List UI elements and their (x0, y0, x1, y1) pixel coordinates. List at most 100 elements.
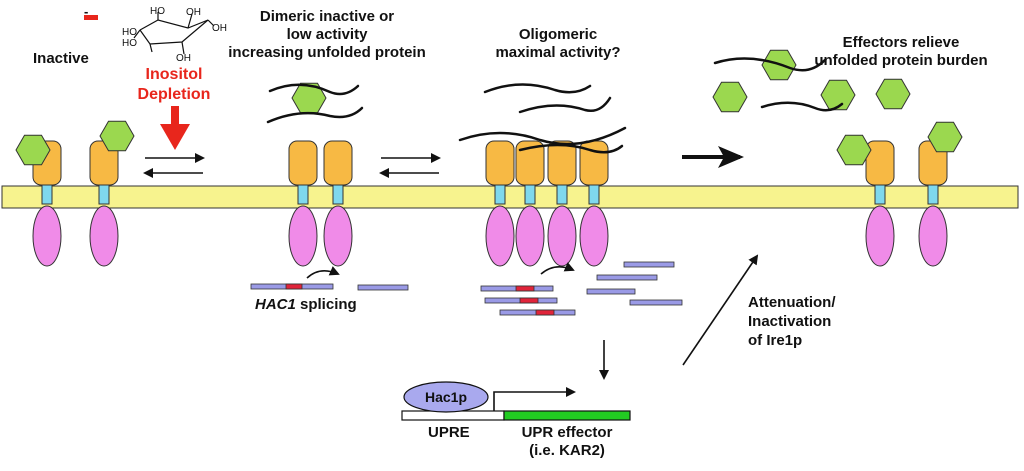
ire1-receptor (89, 140, 119, 267)
unfolded-protein (760, 101, 844, 112)
label-hac1p: Hac1p (424, 389, 468, 405)
inositol-ho-1: HO (122, 27, 137, 38)
inositol-oh-1: OH (186, 7, 201, 18)
label-attenuation-3: of Ire1p (748, 332, 803, 349)
mrna-exon (629, 299, 683, 306)
unfolded-protein (268, 83, 360, 96)
ire1-receptor (32, 140, 62, 267)
hac1-mrna (629, 299, 683, 306)
splice-arrow-1 (306, 266, 340, 279)
hac1p-protein (403, 381, 489, 413)
label-dimeric-2: low activity (286, 26, 368, 43)
transcription-start-arrow (493, 387, 576, 411)
lumenal-domain (323, 205, 353, 267)
kinase-domain (547, 140, 577, 186)
inositol-depletion-arrow (160, 106, 190, 150)
label-depletion: Depletion (137, 86, 211, 103)
unfolded-protein (458, 126, 627, 146)
lumenal-domain (515, 205, 545, 267)
label-minus: - (84, 4, 89, 19)
inositol-structure-icon (133, 12, 215, 55)
bip-chaperone (99, 120, 135, 152)
bip-chaperone (875, 78, 911, 110)
label-dimeric-3: increasing unfolded protein (228, 44, 426, 61)
gene-diagram (401, 381, 631, 421)
unfolded-protein (518, 143, 624, 154)
kinase-domain (515, 140, 545, 186)
bip-chaperone (712, 81, 748, 113)
label-splicing: splicing (295, 296, 357, 313)
hac1-mrna (484, 297, 558, 304)
er-membrane (1, 185, 1019, 209)
label-attenuation-1: Attenuation/ (748, 294, 836, 311)
label-effectors-2: unfolded protein burden (814, 52, 988, 69)
label-inositol: Inositol (145, 66, 203, 83)
ire1-receptor (547, 140, 577, 267)
lumenal-domain (579, 205, 609, 267)
hac1-mrna (596, 274, 658, 281)
minus-sign (84, 15, 98, 20)
kinase-domain (865, 140, 895, 186)
lumenal-domain (918, 205, 948, 267)
kinase-domain (323, 140, 353, 186)
label-dimeric-1: Dimeric inactive or (259, 8, 395, 25)
hac1-mrna (499, 309, 576, 316)
kinase-domain (288, 140, 318, 186)
equilibrium-arrows-1 (143, 153, 205, 178)
lumenal-domain (485, 205, 515, 267)
hac1-mrna (623, 261, 675, 268)
ire1-receptor (485, 140, 515, 267)
attenuation-arrow (682, 254, 759, 366)
ire1-receptor (323, 140, 353, 267)
hac1-mrna (586, 288, 636, 295)
label-upre: UPRE (428, 424, 470, 441)
lumenal-domain (288, 205, 318, 267)
mrna-exon (357, 284, 409, 291)
label-effectors-1: Effectors relieve (842, 34, 960, 51)
bip-chaperone (927, 121, 963, 153)
hac1-mrna (357, 284, 409, 291)
label-upr-effector-2: (i.e. KAR2) (529, 442, 605, 459)
label-oligomeric-2: maximal activity? (495, 44, 621, 61)
hac1-mrna (250, 283, 334, 290)
mrna-exon (596, 274, 658, 281)
inositol-oh-3: OH (176, 53, 191, 64)
inositol-ho-3: HO (150, 6, 165, 17)
ire1-receptor (288, 140, 318, 267)
inositol-oh-2: OH (212, 23, 227, 34)
lumenal-domain (865, 205, 895, 267)
inositol-ho-2: HO (122, 38, 137, 49)
mrna-intron (515, 285, 535, 292)
ire1-receptor (515, 140, 545, 267)
lumenal-domain (89, 205, 119, 267)
upr-effector-gene (503, 410, 631, 421)
label-oligomeric-1: Oligomeric (518, 26, 598, 43)
ire1-receptor (918, 140, 948, 267)
bip-chaperone (836, 134, 872, 166)
bip-chaperone (820, 79, 856, 111)
splice-arrow-2 (540, 262, 575, 275)
mrna-intron (535, 309, 555, 316)
ire1-receptor (865, 140, 895, 267)
kinase-domain (485, 140, 515, 186)
label-inactive: Inactive (33, 50, 89, 67)
mrna-intron (285, 283, 303, 290)
lumenal-domain (547, 205, 577, 267)
unfolded-protein (713, 57, 827, 72)
mrna-intron (519, 297, 539, 304)
mrna-exon (623, 261, 675, 268)
equilibrium-arrows-2 (379, 153, 441, 178)
label-attenuation-2: Inactivation (748, 313, 832, 330)
mrna-exon (586, 288, 636, 295)
hac1-mrna (480, 285, 554, 292)
unfolded-protein (266, 106, 364, 124)
unfolded-protein (518, 96, 612, 114)
unfolded-protein (483, 83, 592, 94)
bip-chaperone (15, 134, 51, 166)
label-hac1-gene: HAC1 (255, 296, 296, 313)
ire1-receptor (579, 140, 609, 267)
label-hac1-splicing: HAC1 splicing (255, 296, 357, 314)
lumenal-domain (32, 205, 62, 267)
